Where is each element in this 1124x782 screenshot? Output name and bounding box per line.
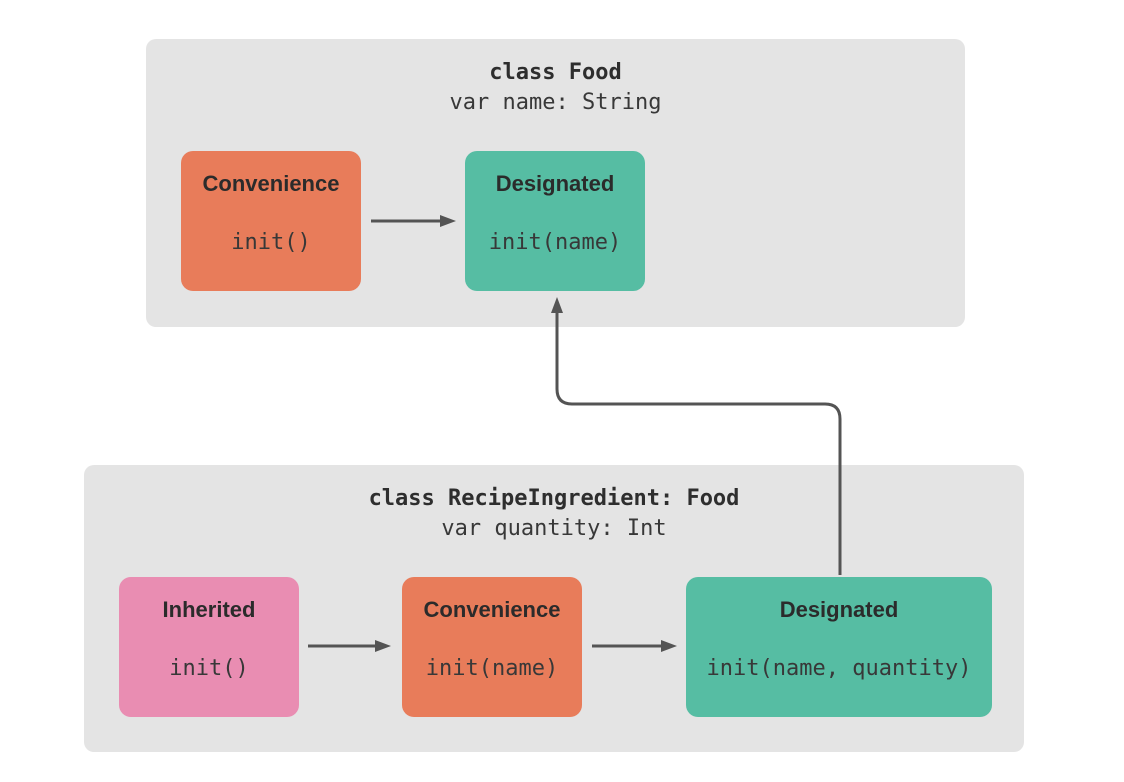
class-title-recipe-ingredient: class RecipeIngredient: Food: [368, 486, 740, 511]
init-signature-label: init(): [231, 230, 311, 255]
class-heading-recipe-ingredient: class RecipeIngredient: Food var quantit…: [84, 484, 1024, 544]
init-box-recipe-designated: Designated init(name, quantity): [686, 577, 992, 717]
init-kind-label: Inherited: [162, 597, 256, 622]
class-property-food: var name: String: [449, 90, 662, 115]
init-signature-label: init(name): [425, 656, 559, 681]
class-heading-food: class Food var name: String: [146, 58, 965, 118]
init-box-recipe-inherited: Inherited init(): [119, 577, 299, 717]
init-kind-label: Convenience: [423, 597, 561, 622]
init-kind-label: Convenience: [202, 171, 340, 196]
init-box-recipe-convenience: Convenience init(name): [402, 577, 582, 717]
init-kind-label: Designated: [779, 597, 899, 622]
init-box-food-convenience: Convenience init(): [181, 151, 361, 291]
init-box-food-designated: Designated init(name): [465, 151, 645, 291]
init-kind-label: Designated: [495, 171, 615, 196]
class-property-recipe-ingredient: var quantity: Int: [441, 516, 667, 541]
init-signature-label: init(): [169, 656, 249, 681]
init-signature-label: init(name): [488, 230, 622, 255]
init-signature-label: init(name, quantity): [706, 656, 972, 681]
class-container-recipe-ingredient: class RecipeIngredient: Food var quantit…: [84, 465, 1024, 752]
class-container-food: class Food var name: String Convenience …: [146, 39, 965, 327]
class-title-food: class Food: [489, 60, 622, 85]
